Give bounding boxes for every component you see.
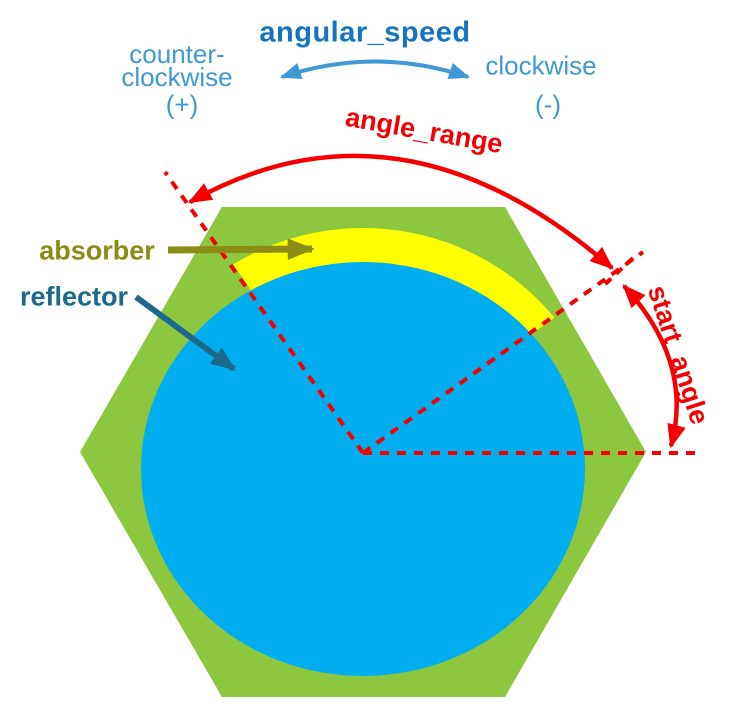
absorber-label: absorber [39,235,155,266]
reflector-label: reflector [19,281,129,312]
reflector-circle [141,262,585,676]
dashed-ray-start [361,250,645,455]
start-angle-arc [622,284,686,449]
ccw-sign-label: (+) [165,89,199,120]
counterclockwise-label: counter- clockwise [121,39,233,92]
dashed-tick [599,256,635,290]
counterclockwise-label-line1: counter- [129,39,225,69]
angular-speed-label: angular_speed [259,16,471,49]
angular-speed-arrow [280,59,470,79]
clockwise-label: clockwise [485,50,597,81]
angle-range-arc [187,153,614,270]
reflector-arrow [134,294,237,372]
dashed-ray-left [163,170,365,455]
absorber-arrow [167,238,315,260]
counterclockwise-label-line2: clockwise [121,62,233,92]
cw-sign-label: (-) [535,89,561,120]
